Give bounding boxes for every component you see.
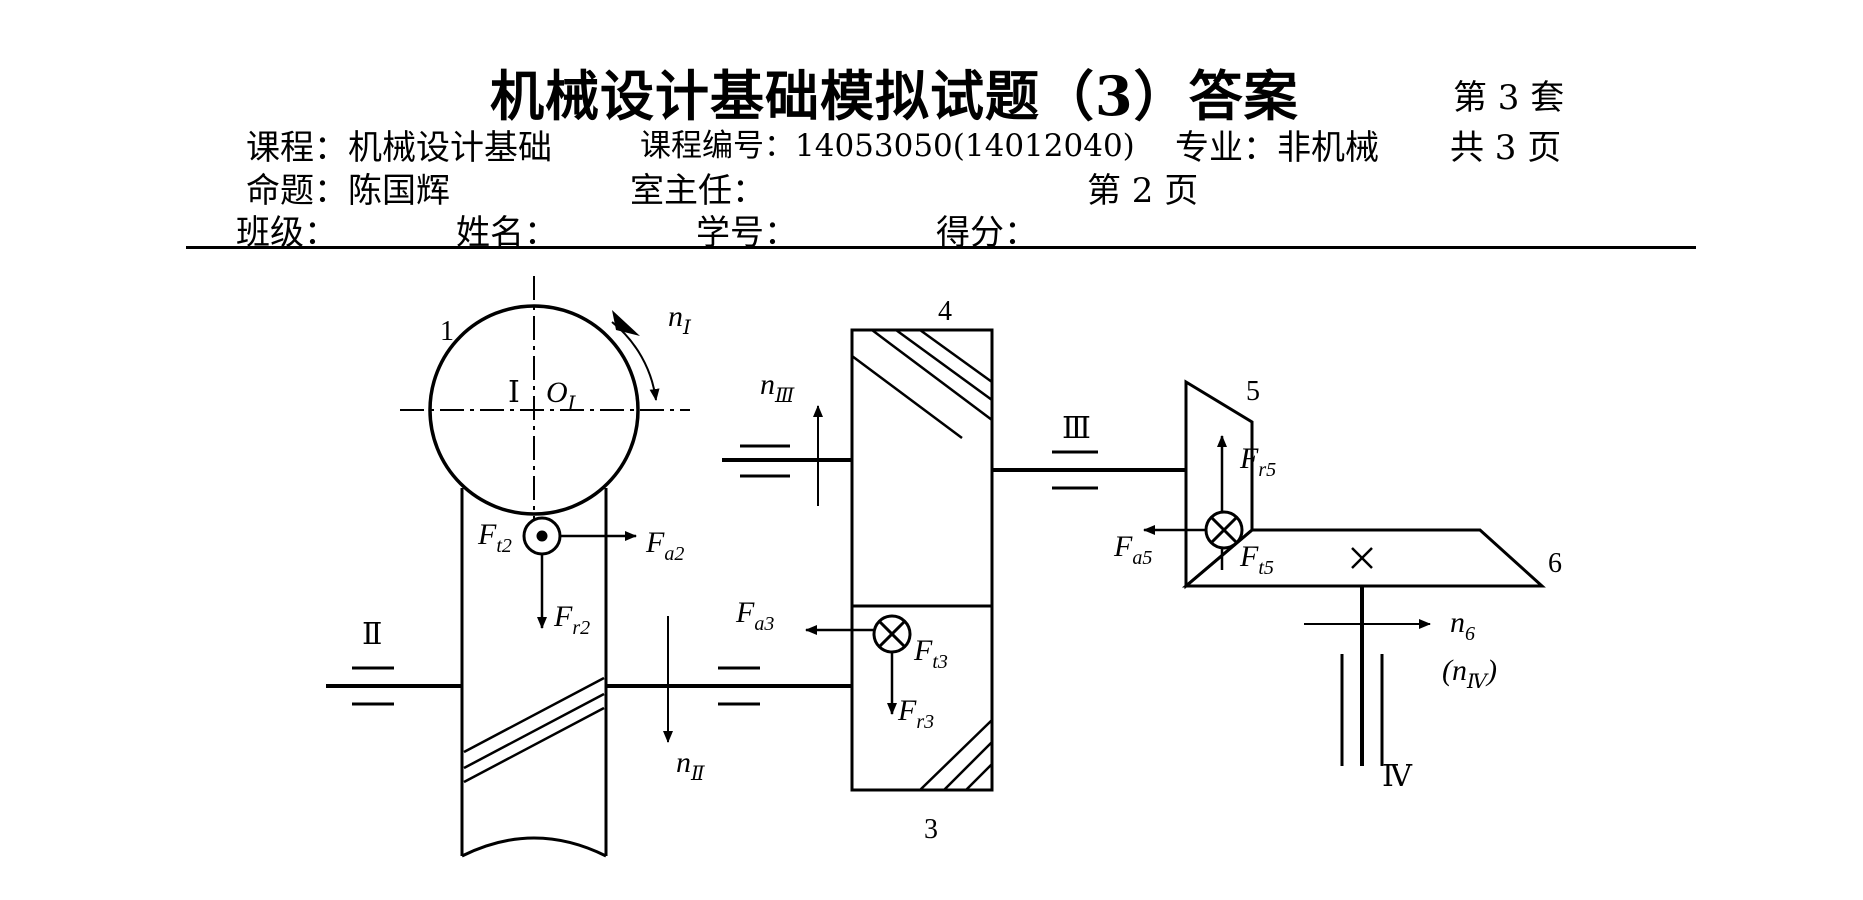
label-ft3: Ft3: [913, 634, 948, 673]
label-fa2: Fa2: [645, 526, 684, 565]
total-pages: 共 3 页: [1450, 128, 1562, 168]
label-shaft-2: Ⅱ: [362, 618, 382, 651]
label-center-o1: OⅠ: [546, 376, 577, 415]
label-fa3: Fa3: [735, 596, 774, 635]
label-shaft-4: Ⅳ: [1382, 760, 1413, 793]
force-point-2: [522, 516, 637, 629]
header-divider: [186, 246, 1696, 249]
force-point-3: [805, 614, 912, 715]
label-ft2: Ft2: [477, 518, 512, 557]
label-part-1: 1: [440, 316, 454, 347]
gear-3-4: [850, 328, 994, 792]
page-number: 第 2 页: [1087, 171, 1199, 211]
label-fr3: Fr3: [897, 694, 934, 733]
worm-gear-1: [400, 276, 690, 540]
major-field: 专业：非机械: [1175, 128, 1379, 168]
shaft-3-left-stub: [722, 405, 852, 506]
course-number-field: 课程编号：14053050(14012040): [640, 128, 1135, 164]
shaft-3: [992, 450, 1186, 490]
label-ft5: Ft5: [1239, 540, 1274, 579]
bevel-gear-5: [1143, 379, 1254, 590]
worm-wheel-2: [460, 488, 608, 858]
set-number: 第 3 套: [1453, 78, 1565, 118]
shaft-4: [1304, 586, 1431, 766]
course-field: 课程：机械设计基础: [246, 128, 552, 168]
page-title: 机械设计基础模拟试题（3）答案: [490, 64, 1299, 128]
shaft-2: [326, 616, 852, 743]
label-shaft-1: Ⅰ: [508, 376, 520, 409]
label-n1: nⅠ: [668, 300, 692, 339]
label-fr2: Fr2: [553, 600, 590, 639]
label-part-3: 3: [924, 814, 938, 845]
label-fr5: Fr5: [1239, 442, 1276, 481]
label-shaft-3: Ⅲ: [1062, 412, 1091, 445]
label-fa5: Fa5: [1113, 530, 1152, 569]
label-n4: (nⅣ): [1442, 654, 1497, 693]
label-part-5: 5: [1246, 376, 1260, 407]
director-field: 室主任：: [630, 171, 766, 211]
author-field: 命题：陈国辉: [246, 171, 450, 211]
label-part-4: 4: [938, 296, 952, 327]
label-n2: nⅡ: [676, 746, 705, 785]
label-n3: nⅢ: [760, 368, 795, 407]
label-part-6: 6: [1548, 548, 1562, 579]
label-n6: n6: [1450, 606, 1475, 645]
bevel-gear-6: [1181, 528, 1546, 588]
